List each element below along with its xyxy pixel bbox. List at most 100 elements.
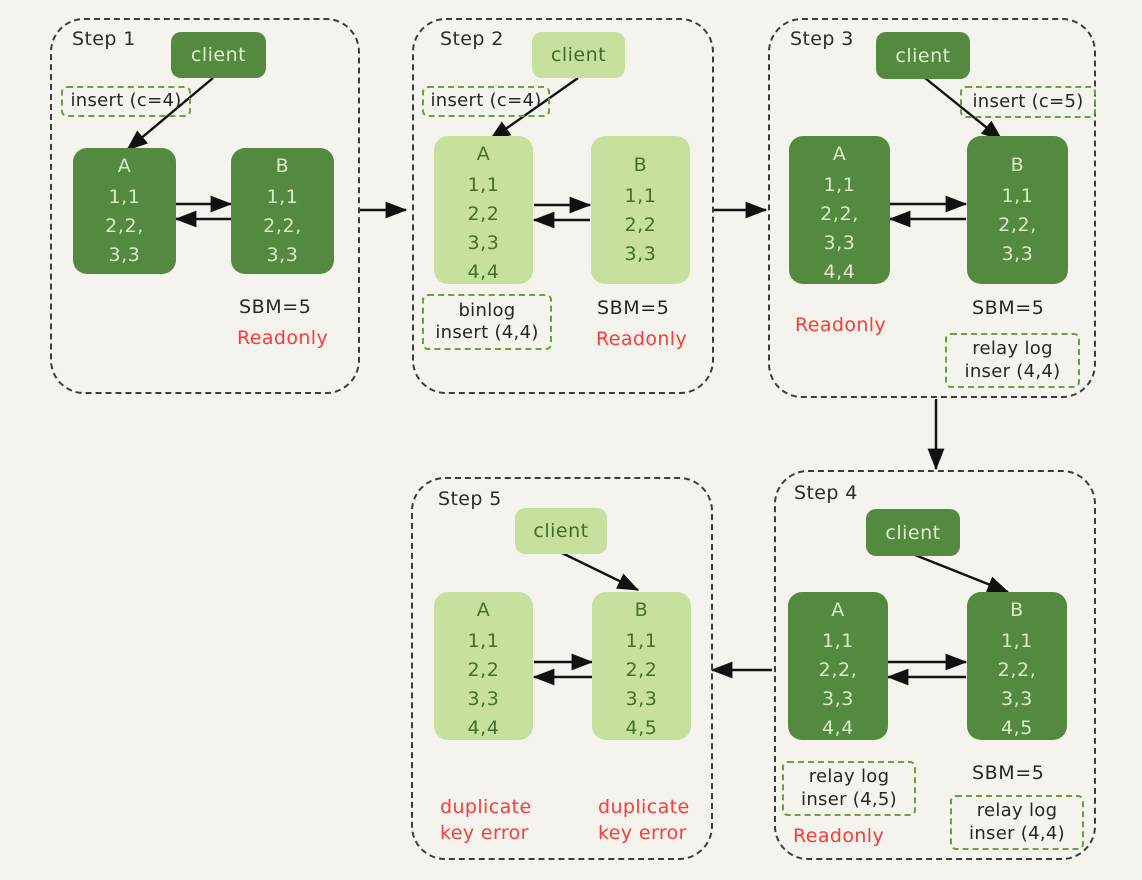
db-name: A: [117, 155, 132, 177]
relay-note-line: relay log: [972, 338, 1053, 359]
relay-log-note-step3: relay log inser (4,4): [945, 333, 1080, 388]
db-row: 1,1: [1001, 185, 1034, 207]
step-title-step4: Step 4: [794, 482, 858, 504]
db-row: 1,1: [625, 630, 658, 652]
db-box-step3-b[interactable]: B 1,1 2,2, 3,3: [967, 136, 1068, 284]
sbm-label-step4: SBM=5: [972, 762, 1045, 784]
db-name: A: [476, 143, 491, 165]
step-panel-step3: [768, 18, 1096, 398]
db-row: 4,5: [1000, 717, 1034, 739]
step-title-step2: Step 2: [440, 28, 504, 50]
db-box-step2-a[interactable]: A 1,1 2,2 3,3 4,4: [434, 136, 533, 284]
client-box-step3[interactable]: client: [876, 32, 970, 79]
relay-note-line: inser (4,5): [801, 788, 897, 810]
db-row: 2,2: [467, 203, 500, 225]
db-row: 1,1: [467, 630, 500, 652]
db-row: 3,3: [1001, 243, 1034, 265]
step-panel-step2: [412, 18, 714, 394]
insert-note-step3: insert (c=5): [960, 86, 1096, 118]
db-row: 4,4: [821, 717, 855, 739]
db-name: B: [634, 599, 649, 621]
insert-note-label: insert (c=4): [70, 90, 182, 112]
db-row: 4,4: [467, 717, 500, 739]
client-box-step5[interactable]: client: [515, 508, 607, 554]
relay-note-line: inser (4,4): [969, 822, 1065, 844]
step-panel-step1: [50, 18, 360, 394]
db-row: 3,3: [624, 243, 657, 265]
binlog-note-line: insert (4,4): [435, 322, 539, 343]
db-name: B: [633, 154, 648, 176]
relay-log-note-step4-right: relay log inser (4,4): [950, 795, 1084, 850]
db-row: 3,3: [625, 688, 658, 710]
relay-note-line: inser (4,4): [964, 360, 1061, 382]
insert-note-step2: insert (c=4): [422, 86, 550, 117]
duplicate-key-error-step5-b: duplicate key error: [598, 796, 690, 844]
db-row: 2,2: [624, 214, 657, 236]
insert-note-label: insert (c=4): [430, 90, 542, 112]
sbm-label-step1: SBM=5: [239, 296, 312, 318]
readonly-label-step3: Readonly: [795, 314, 887, 336]
step-title-step3: Step 3: [790, 28, 854, 50]
db-name: A: [831, 599, 845, 621]
arrow-client-to-a-step2: [489, 77, 579, 141]
db-row: 2,2,: [998, 214, 1037, 236]
db-row: 2,2,: [820, 203, 859, 225]
sbm-label-step2: SBM=5: [597, 297, 670, 319]
db-name: B: [1010, 599, 1024, 621]
arrow-client-to-b-step5: [561, 551, 640, 592]
db-row: 3,3: [266, 244, 299, 266]
db-name: B: [275, 155, 290, 177]
db-box-step3-a[interactable]: A 1,1 2,2, 3,3 4,4: [789, 136, 890, 284]
db-row: 4,4: [823, 261, 856, 283]
db-box-step1-b[interactable]: B 1,1 2,2, 3,3: [231, 148, 334, 274]
binlog-note-line: binlog: [458, 299, 516, 321]
db-row: 3,3: [467, 232, 500, 254]
db-row: 1,1: [823, 174, 856, 196]
db-row: 1,1: [467, 174, 500, 196]
relay-note-line: relay log: [808, 766, 890, 787]
readonly-label-step4: Readonly: [793, 825, 885, 847]
readonly-label-step2: Readonly: [596, 328, 688, 350]
insert-note-label: insert (c=5): [972, 90, 1084, 112]
client-box-step4[interactable]: client: [866, 509, 960, 556]
db-row: 2,2,: [105, 215, 144, 237]
db-row: 2,2: [467, 659, 500, 681]
db-row: 2,2: [625, 659, 658, 681]
db-row: 1,1: [266, 186, 299, 208]
arrow-client-to-b-step4: [914, 553, 1010, 594]
db-row: 4,4: [467, 261, 500, 283]
step-title-step1: Step 1: [72, 28, 136, 50]
db-row: 3,3: [821, 688, 855, 710]
step-panel-step4: [774, 470, 1096, 860]
db-row: 2,2,: [263, 215, 302, 237]
relay-log-note-step4-left: relay log inser (4,5): [782, 761, 916, 816]
arrow-client-to-a-step1: [126, 77, 214, 151]
db-box-step4-b[interactable]: B 1,1 2,2, 3,3 4,5: [967, 592, 1067, 740]
db-row: 1,1: [821, 630, 855, 652]
binlog-note-step2: binlog insert (4,4): [422, 294, 552, 350]
db-name: B: [1010, 154, 1025, 176]
db-row: 1,1: [1000, 630, 1034, 652]
db-row: 1,1: [108, 186, 141, 208]
client-box-step2[interactable]: client: [532, 32, 625, 78]
arrow-client-to-b-step3: [924, 77, 1003, 141]
db-box-step4-a[interactable]: A 1,1 2,2, 3,3 4,4: [788, 592, 888, 740]
db-row: 3,3: [108, 244, 141, 266]
db-box-step5-b[interactable]: B 1,1 2,2 3,3 4,5: [592, 592, 691, 740]
relay-note-line: relay log: [976, 800, 1058, 821]
db-row: 2,2,: [997, 659, 1037, 681]
db-box-step5-a[interactable]: A 1,1 2,2 3,3 4,4: [434, 592, 533, 740]
db-name: A: [476, 599, 491, 621]
db-row: 3,3: [823, 232, 856, 254]
db-row: 4,5: [625, 717, 658, 739]
client-box-step1[interactable]: client: [171, 32, 266, 78]
insert-note-step1: insert (c=4): [61, 86, 191, 117]
db-box-step1-a[interactable]: A 1,1 2,2, 3,3: [73, 148, 176, 274]
db-box-step2-b[interactable]: B 1,1 2,2 3,3: [591, 136, 690, 284]
step-title-step5: Step 5: [438, 488, 502, 510]
db-name: A: [832, 143, 847, 165]
sbm-label-step3: SBM=5: [972, 297, 1045, 319]
step-panel-step5: [411, 477, 713, 860]
readonly-label-step1: Readonly: [237, 327, 329, 349]
